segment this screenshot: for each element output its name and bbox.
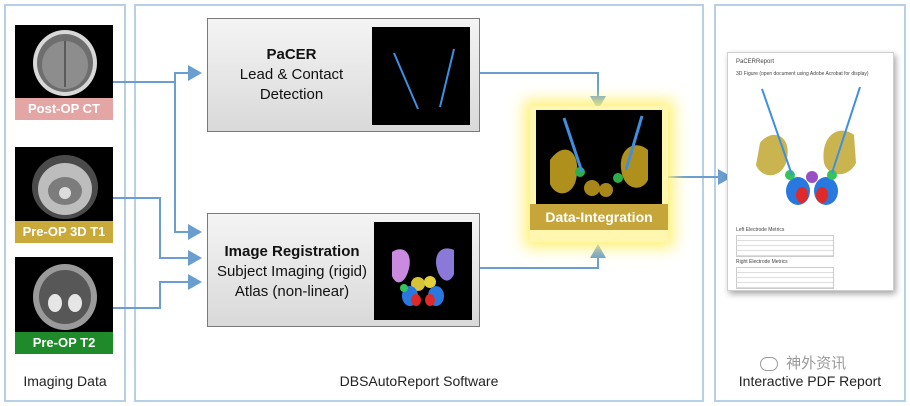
image-registration-box: Image Registration Subject Imaging (rigi… (207, 213, 480, 327)
arrow-pacer-to-integration (480, 72, 606, 110)
pre-op-t2-label: Pre-OP T2 (15, 332, 113, 354)
software-label: DBSAutoReport Software (339, 373, 499, 389)
report-title: PaCERReport (736, 59, 775, 65)
pdf-report-page: PaCERReport 3D Figure (open document usi… (727, 52, 894, 291)
right-metrics-table (736, 267, 834, 289)
arrow-t2-to-registration (113, 274, 202, 309)
integration-image (536, 110, 662, 204)
wechat-icon (760, 357, 778, 372)
watermark-text: 神外资讯 (786, 355, 847, 372)
left-metrics-table (736, 235, 834, 257)
arrow-registration-to-integration (480, 244, 606, 269)
left-metrics-heading: Left Electrode Metrics (736, 227, 785, 233)
report-3d-figure (756, 86, 861, 205)
pre-op-t1-label: Pre-OP 3D T1 (15, 221, 113, 243)
atlas-registration-image (374, 222, 472, 320)
right-metrics-heading: Right Electrode Metrics (736, 259, 788, 265)
imaging-data-label: Imaging Data (23, 373, 107, 389)
pacer-line1: Lead & Contact (239, 66, 344, 83)
post-op-ct-scan: Post-OP CT (15, 25, 113, 120)
pacer-line2: Detection (259, 86, 324, 103)
lead-detection-image (372, 27, 470, 125)
pacer-box: PaCER Lead & Contact Detection (207, 18, 480, 132)
pacer-title: PaCER (266, 46, 317, 63)
registration-line1: Subject Imaging (rigid) (216, 263, 368, 280)
arrow-ct-to-pacer (113, 65, 202, 83)
arrow-ct-to-registration (174, 82, 202, 240)
t2-brain-image (33, 264, 97, 330)
registration-line2: Atlas (non-linear) (234, 283, 350, 300)
watermark: 神外资讯 (760, 352, 846, 373)
pre-op-t2-scan: Pre-OP T2 (15, 257, 113, 354)
t1-brain-image (32, 155, 98, 219)
pre-op-t1-scan: Pre-OP 3D T1 (15, 147, 113, 243)
report-subtitle: 3D Figure (open document using Adobe Acr… (736, 71, 869, 77)
report-label: Interactive PDF Report (738, 373, 882, 389)
arrow-t1-to-registration (113, 197, 202, 266)
registration-title: Image Registration (224, 243, 360, 260)
ct-brain-image (33, 30, 97, 96)
data-integration-label: Data-Integration (530, 204, 668, 230)
data-integration-box: Data-Integration (530, 106, 668, 242)
post-op-ct-label: Post-OP CT (15, 98, 113, 120)
